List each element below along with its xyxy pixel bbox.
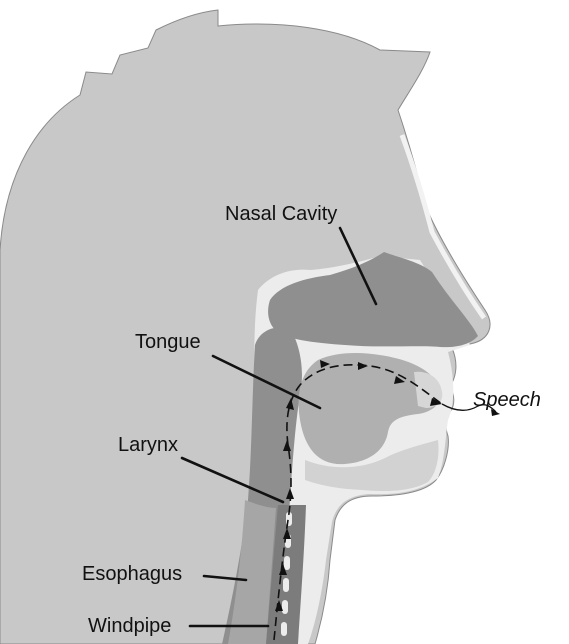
esophagus-label: Esophagus (82, 563, 182, 585)
speech-label: Speech (473, 389, 541, 411)
nasal-cavity-label: Nasal Cavity (225, 203, 337, 225)
larynx-label: Larynx (118, 434, 178, 456)
windpipe-label: Windpipe (88, 615, 171, 637)
tongue-label: Tongue (135, 331, 201, 353)
